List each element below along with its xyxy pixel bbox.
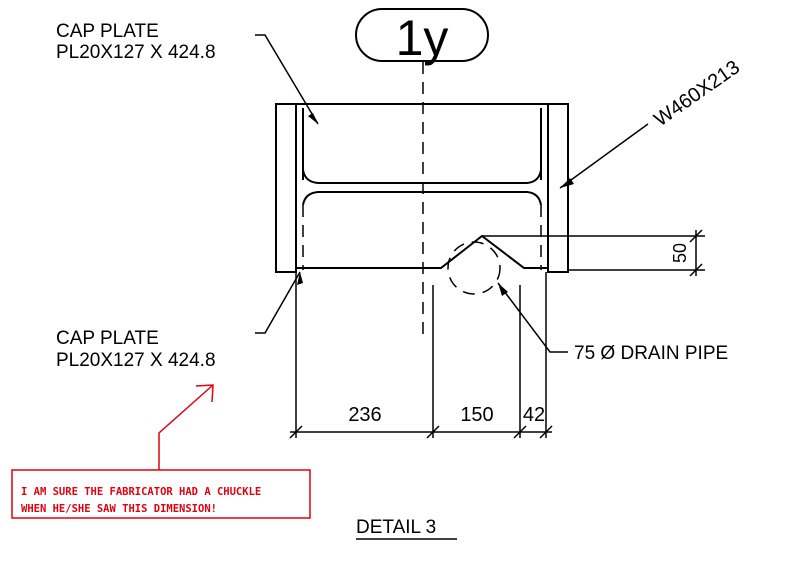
cap-plate-bottom-arrow (297, 272, 303, 285)
detail-title: DETAIL 3 (356, 517, 436, 538)
beam-leader-arrow (560, 178, 574, 188)
right-cap-plate (547, 103, 569, 273)
cap-plate-top-leader (255, 34, 319, 125)
dim-150: 150 (460, 404, 493, 426)
cap-plate-top-line2: PL20X127 X 424.8 (56, 42, 216, 63)
cap-plate-bottom-leader (255, 271, 301, 334)
dim-tick-4 (539, 425, 553, 439)
drain-pipe (447, 241, 501, 295)
dim-50-label: 50 (670, 243, 690, 263)
cap-plate-bottom-line1: CAP PLATE (56, 328, 159, 349)
drain-leader (497, 282, 568, 353)
cap-plate-top-arrow (308, 113, 318, 124)
dim-tick-1 (289, 425, 303, 439)
drain-label: 75 Ø DRAIN PIPE (574, 343, 728, 364)
cap-plate-top-line1: CAP PLATE (56, 21, 159, 42)
cap-plate-bottom-line2: PL20X127 X 424.8 (56, 350, 216, 371)
dim-50-tick-top (689, 229, 703, 243)
grid-bubble-label: 1y (396, 10, 449, 66)
dim-42: 42 (523, 404, 545, 426)
drain-leader-arrow (498, 283, 508, 296)
annotation-line1: I AM SURE THE FABRICATOR HAD A CHUCKLE (21, 486, 261, 498)
web-top-fillet (302, 169, 542, 184)
beam-leader (559, 123, 649, 189)
web-bottom-fillet (302, 191, 542, 206)
annotation-leader (158, 384, 214, 470)
beam-label: W460X213 (650, 56, 744, 131)
annotation-line2: WHEN HE/SHE SAW THIS DIMENSION! (21, 503, 217, 515)
dim-50-tick-bottom (689, 263, 703, 277)
annotation-box (11, 469, 311, 519)
dim-tick-2 (426, 425, 440, 439)
bottom-edge-notch (296, 234, 548, 269)
annotation-arrow (195, 384, 214, 403)
grid-bubble (355, 8, 489, 62)
dim-236: 236 (348, 404, 381, 426)
left-cap-plate (275, 103, 297, 273)
dim-tick-3 (513, 425, 527, 439)
